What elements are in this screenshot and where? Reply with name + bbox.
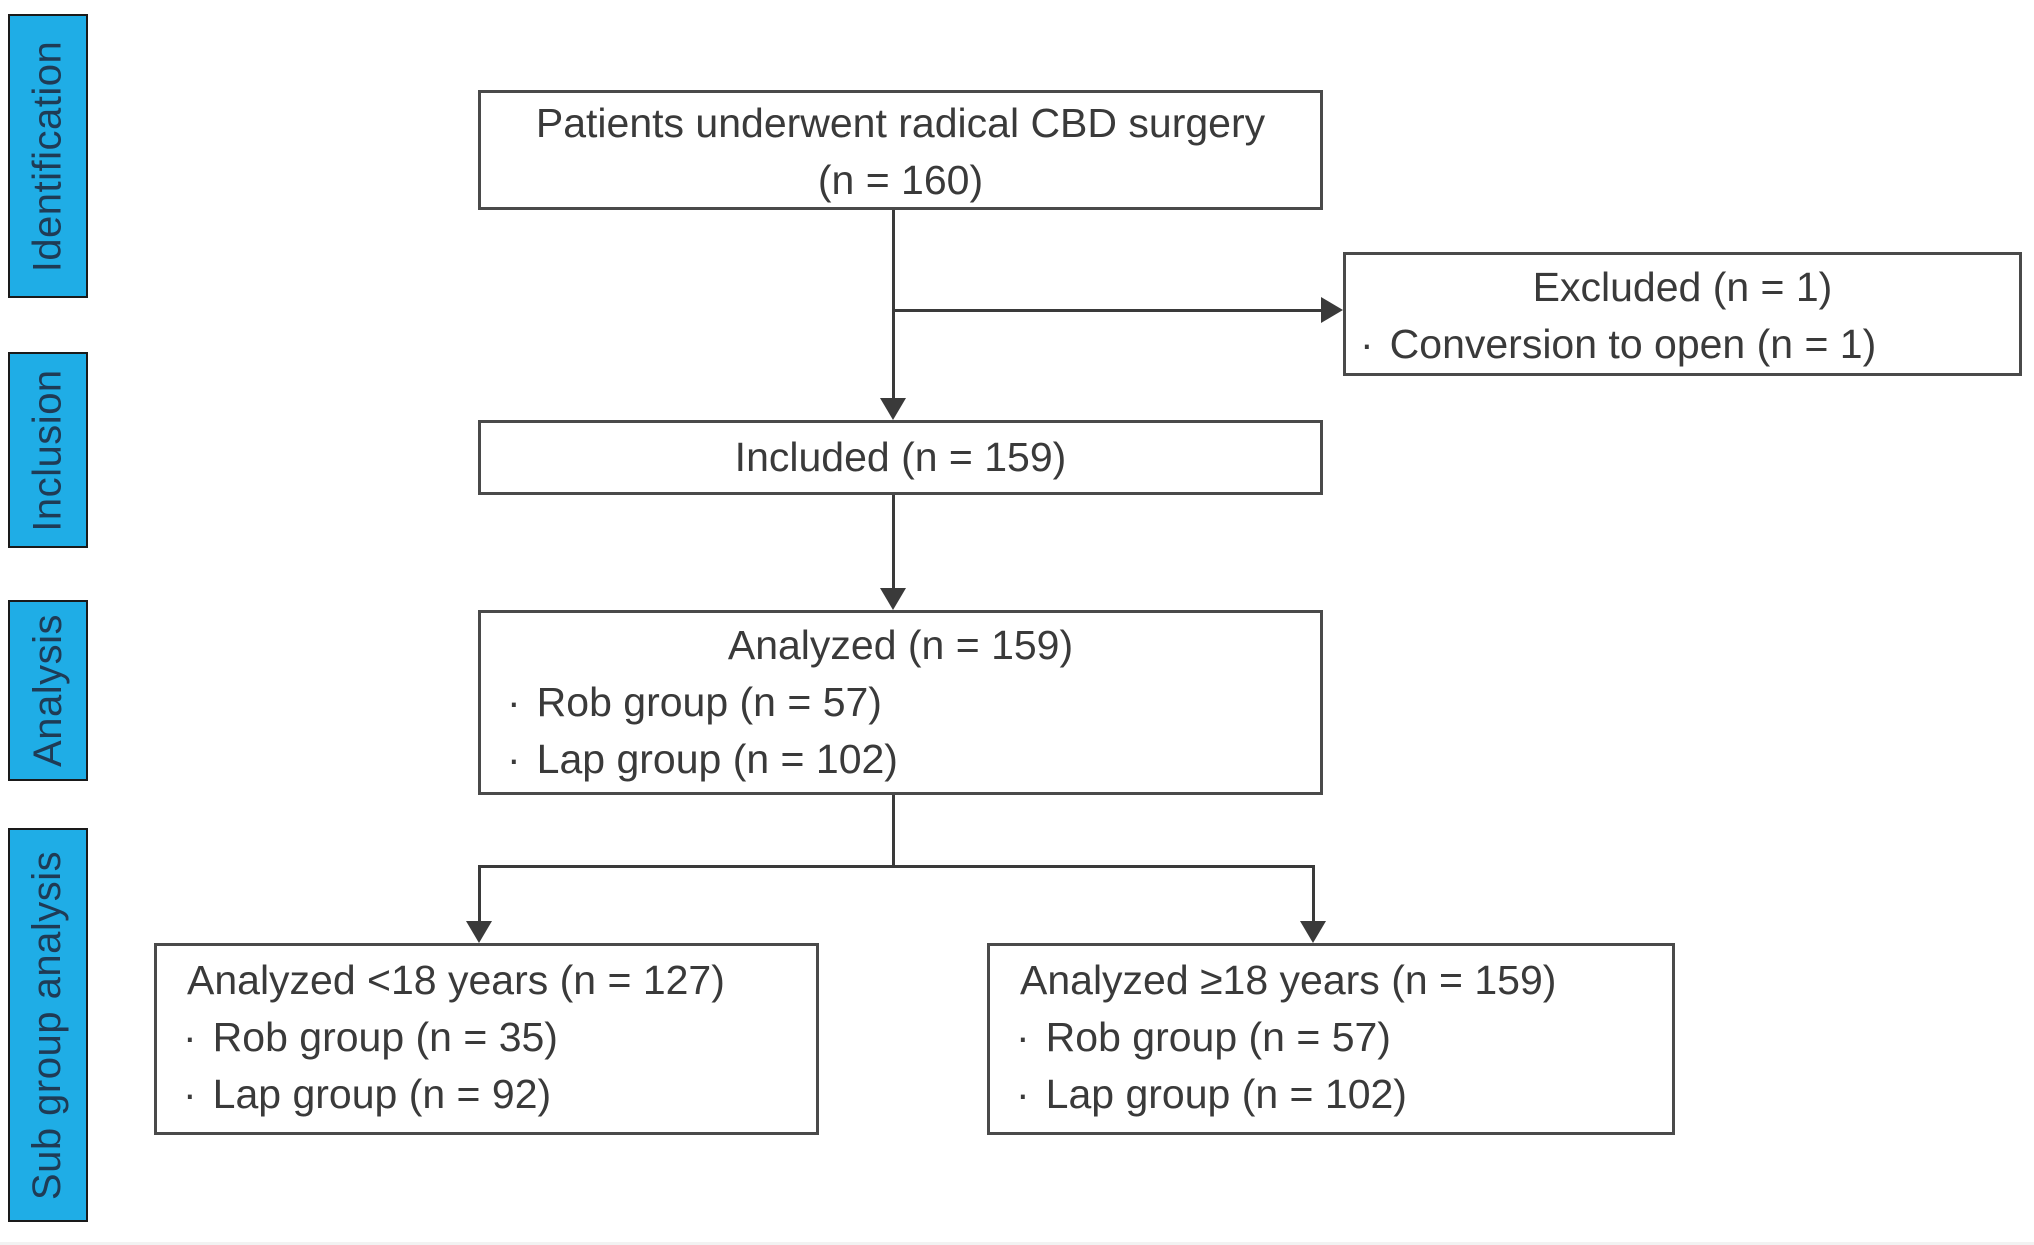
connector-branch-horizontal bbox=[478, 865, 1315, 868]
subgroup-under18-bullet-lap: · Lap group (n = 92) bbox=[157, 1066, 816, 1123]
bullet-dot: · bbox=[1016, 1071, 1030, 1117]
stage-analysis: Analysis bbox=[8, 600, 88, 781]
stage-identification-label: Identification bbox=[25, 40, 70, 272]
stage-inclusion: Inclusion bbox=[8, 352, 88, 548]
subgroup-over18-box: Analyzed ≥18 years (n = 159) · Rob group… bbox=[987, 943, 1675, 1135]
subgroup-over18-bullet-lap: · Lap group (n = 102) bbox=[990, 1066, 1672, 1123]
bullet-dot: · bbox=[1360, 321, 1374, 367]
excluded-box-bullet-text: Conversion to open (n = 1) bbox=[1389, 321, 1877, 367]
enrollment-box-line2: (n = 160) bbox=[817, 157, 984, 203]
bullet-dot: · bbox=[507, 679, 521, 725]
analyzed-box: Analyzed (n = 159) · Rob group (n = 57) … bbox=[478, 610, 1323, 795]
bullet-dot: · bbox=[507, 736, 521, 782]
subgroup-under18-bullet-rob-text: Rob group (n = 35) bbox=[212, 1014, 558, 1060]
arrowhead-into-subgroup-under18 bbox=[466, 921, 492, 943]
connector-enrollment-to-included bbox=[892, 208, 895, 400]
arrowhead-into-analyzed bbox=[880, 588, 906, 610]
enrollment-box-line1: Patients underwent radical CBD surgery bbox=[535, 100, 1266, 146]
connector-included-to-analyzed bbox=[892, 494, 895, 590]
subgroup-over18-bullet-rob: · Rob group (n = 57) bbox=[990, 1009, 1672, 1066]
connector-analyzed-to-branch bbox=[892, 793, 895, 867]
stage-subgroup-analysis: Sub group analysis bbox=[8, 828, 88, 1222]
connector-branch-to-left bbox=[478, 865, 481, 923]
analyzed-box-title: Analyzed (n = 159) bbox=[727, 622, 1074, 668]
bottom-edge-line bbox=[0, 1242, 2034, 1245]
subgroup-under18-bullet-rob: · Rob group (n = 35) bbox=[157, 1009, 816, 1066]
subgroup-under18-box: Analyzed <18 years (n = 127) · Rob group… bbox=[154, 943, 819, 1135]
excluded-box-title: Excluded (n = 1) bbox=[1532, 264, 1833, 310]
excluded-box: Excluded (n = 1) · Conversion to open (n… bbox=[1343, 252, 2022, 376]
subgroup-under18-bullet-lap-text: Lap group (n = 92) bbox=[212, 1071, 552, 1117]
subgroup-over18-bullet-rob-text: Rob group (n = 57) bbox=[1045, 1014, 1391, 1060]
bullet-dot: · bbox=[1016, 1014, 1030, 1060]
excluded-box-bullet: · Conversion to open (n = 1) bbox=[1346, 316, 2019, 373]
enrollment-box: Patients underwent radical CBD surgery (… bbox=[478, 90, 1323, 210]
included-box-title: Included (n = 159) bbox=[734, 434, 1067, 480]
stage-subgroup-analysis-label: Sub group analysis bbox=[25, 850, 70, 1200]
analyzed-box-bullet-rob-text: Rob group (n = 57) bbox=[536, 679, 882, 725]
stage-identification: Identification bbox=[8, 14, 88, 298]
analyzed-box-bullet-lap: · Lap group (n = 102) bbox=[481, 731, 1320, 788]
analyzed-box-bullet-lap-text: Lap group (n = 102) bbox=[536, 736, 898, 782]
stage-analysis-label: Analysis bbox=[25, 614, 70, 767]
subgroup-over18-bullet-lap-text: Lap group (n = 102) bbox=[1045, 1071, 1407, 1117]
arrowhead-into-subgroup-over18 bbox=[1300, 921, 1326, 943]
subgroup-over18-title: Analyzed ≥18 years (n = 159) bbox=[1020, 957, 1557, 1003]
bullet-dot: · bbox=[183, 1014, 197, 1060]
connector-to-excluded bbox=[892, 309, 1321, 312]
stage-inclusion-label: Inclusion bbox=[25, 368, 70, 532]
arrowhead-into-excluded bbox=[1321, 297, 1343, 323]
included-box: Included (n = 159) bbox=[478, 420, 1323, 495]
bullet-dot: · bbox=[183, 1071, 197, 1117]
subgroup-under18-title: Analyzed <18 years (n = 127) bbox=[187, 957, 725, 1003]
arrowhead-into-included bbox=[880, 398, 906, 420]
connector-branch-to-right bbox=[1312, 865, 1315, 923]
analyzed-box-bullet-rob: · Rob group (n = 57) bbox=[481, 674, 1320, 731]
